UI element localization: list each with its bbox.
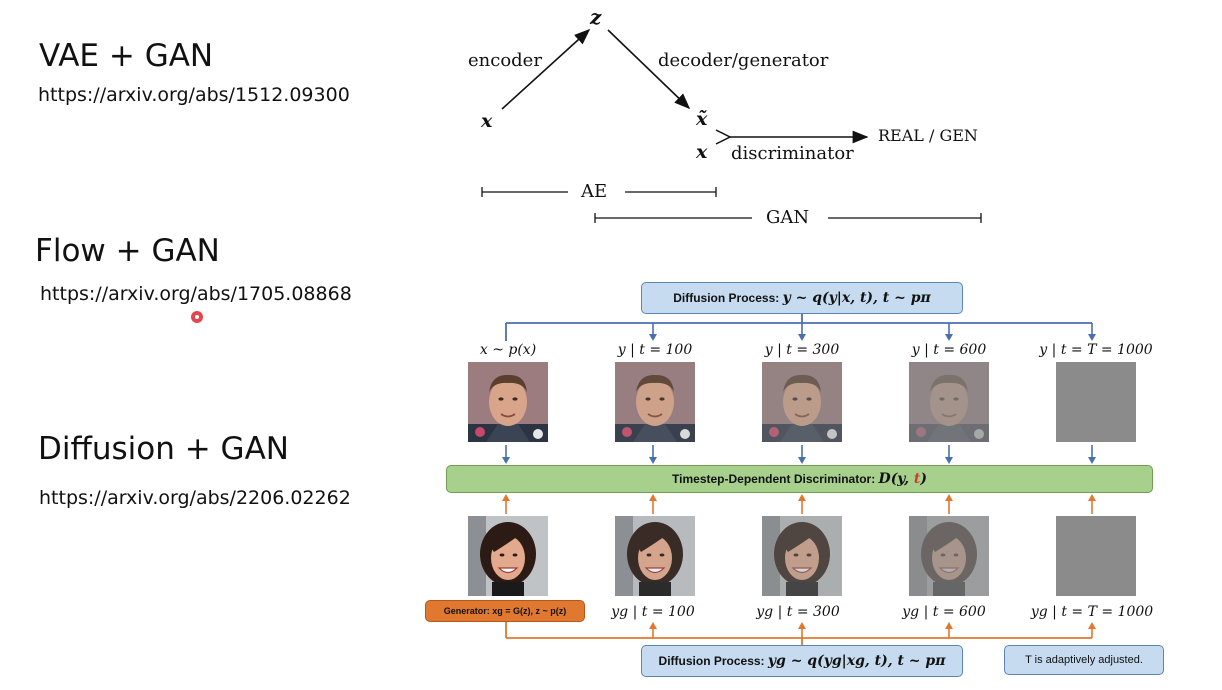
reconstruction-x-tilde-label: x̃ — [696, 108, 708, 130]
orange-up-arrow-head — [798, 622, 806, 629]
blue-drop-arrow-head — [945, 334, 953, 341]
real-x-label: x — [696, 141, 708, 163]
real-face-thumbnail — [1056, 362, 1136, 442]
top-diffusion-formula: y ~ q(y|x, t), t ~ pπ — [782, 290, 931, 306]
bottom-diffusion-formula: yg ~ q(yg|xg, t), t ~ pπ — [767, 653, 946, 669]
orange-to-discriminator-arrow-head — [649, 494, 657, 501]
generated-face-thumbnail — [909, 516, 989, 596]
vae-gan-title: VAE + GAN — [39, 38, 214, 74]
generated-face-thumbnail — [1056, 516, 1136, 596]
real-face-thumbnail — [468, 362, 548, 442]
gen-label-t1000: yg | t = T = 1000 — [1030, 604, 1154, 620]
generated-face-thumbnail — [762, 516, 842, 596]
real-face-thumbnail — [909, 362, 989, 442]
latent-z-label: z — [590, 5, 602, 29]
blue-drop-arrow-head — [649, 334, 657, 341]
blue-to-discriminator-arrow-head — [798, 457, 806, 464]
generated-face-thumbnail — [468, 516, 548, 596]
discriminator-formula-t: t — [913, 471, 921, 487]
flow-gan-title: Flow + GAN — [35, 233, 220, 269]
decoder-generator-label: decoder/generator — [658, 50, 829, 71]
orange-up-arrow-head — [945, 622, 953, 629]
gen-label-t100: yg | t = 100 — [611, 604, 695, 620]
orange-to-discriminator-arrow-head — [945, 494, 953, 501]
blue-to-discriminator-arrow-head — [945, 457, 953, 464]
vae-gan-diagram-lines — [481, 28, 982, 223]
gen-label-t600: yg | t = 600 — [902, 604, 986, 620]
gen-label-t300: yg | t = 300 — [756, 604, 840, 620]
vae-gan-link[interactable]: https://arxiv.org/abs/1512.09300 — [38, 84, 350, 106]
real-label-t300: y | t = 300 — [764, 342, 840, 358]
real-label-t600: y | t = 600 — [911, 342, 987, 358]
discriminator-formula-b: ) — [920, 471, 927, 487]
encoder-arrow — [501, 28, 591, 110]
blue-to-discriminator-arrow-head — [502, 457, 510, 464]
blue-to-discriminator-arrow-head — [649, 457, 657, 464]
orange-up-arrow-head — [1088, 622, 1096, 629]
real-face-thumbnail — [615, 362, 695, 442]
real-face-thumbnail — [762, 362, 842, 442]
generator-box: Generator: xg = G(z), z ~ p(z) — [425, 600, 585, 622]
generated-face-thumbnail — [615, 516, 695, 596]
blue-to-discriminator-arrow-head — [1088, 457, 1096, 464]
diffusion-gan-link[interactable]: https://arxiv.org/abs/2206.02262 — [39, 487, 351, 509]
top-diffusion-process-box: Diffusion Process: y ~ q(y|x, t), t ~ pπ — [641, 282, 963, 314]
bottom-diffusion-process-box: Diffusion Process: yg ~ q(yg|xg, t), t ~… — [641, 645, 963, 677]
timestep-discriminator-box: Timestep-Dependent Discriminator: D(y, t… — [446, 465, 1153, 493]
ae-span-label: AE — [581, 181, 608, 202]
flow-gan-link[interactable]: https://arxiv.org/abs/1705.08868 — [40, 283, 352, 305]
orange-up-arrow-head — [649, 622, 657, 629]
discriminator-label: discriminator — [731, 143, 854, 164]
gan-span-label: GAN — [766, 207, 810, 228]
encoder-label: encoder — [468, 50, 542, 71]
diffusion-gan-title: Diffusion + GAN — [38, 431, 289, 467]
discriminator-formula-a: D(y, — [878, 471, 914, 487]
orange-to-discriminator-arrow-head — [1088, 494, 1096, 501]
mouse-cursor-indicator — [191, 311, 203, 323]
blue-drop-arrow-head — [1088, 334, 1096, 341]
orange-to-discriminator-arrow-head — [502, 494, 510, 501]
real-label-t1000: y | t = T = 1000 — [1039, 342, 1153, 358]
real-gen-output-label: REAL / GEN — [878, 126, 978, 145]
input-x-label: x — [481, 110, 493, 132]
blue-drop-arrow-head — [798, 334, 806, 341]
real-label-x: x ~ p(x) — [479, 342, 537, 358]
decoder-arrow — [607, 29, 691, 110]
real-label-t100: y | t = 100 — [617, 342, 693, 358]
orange-to-discriminator-arrow-head — [798, 494, 806, 501]
adaptive-t-note-box: T is adaptively adjusted. — [1004, 645, 1164, 675]
